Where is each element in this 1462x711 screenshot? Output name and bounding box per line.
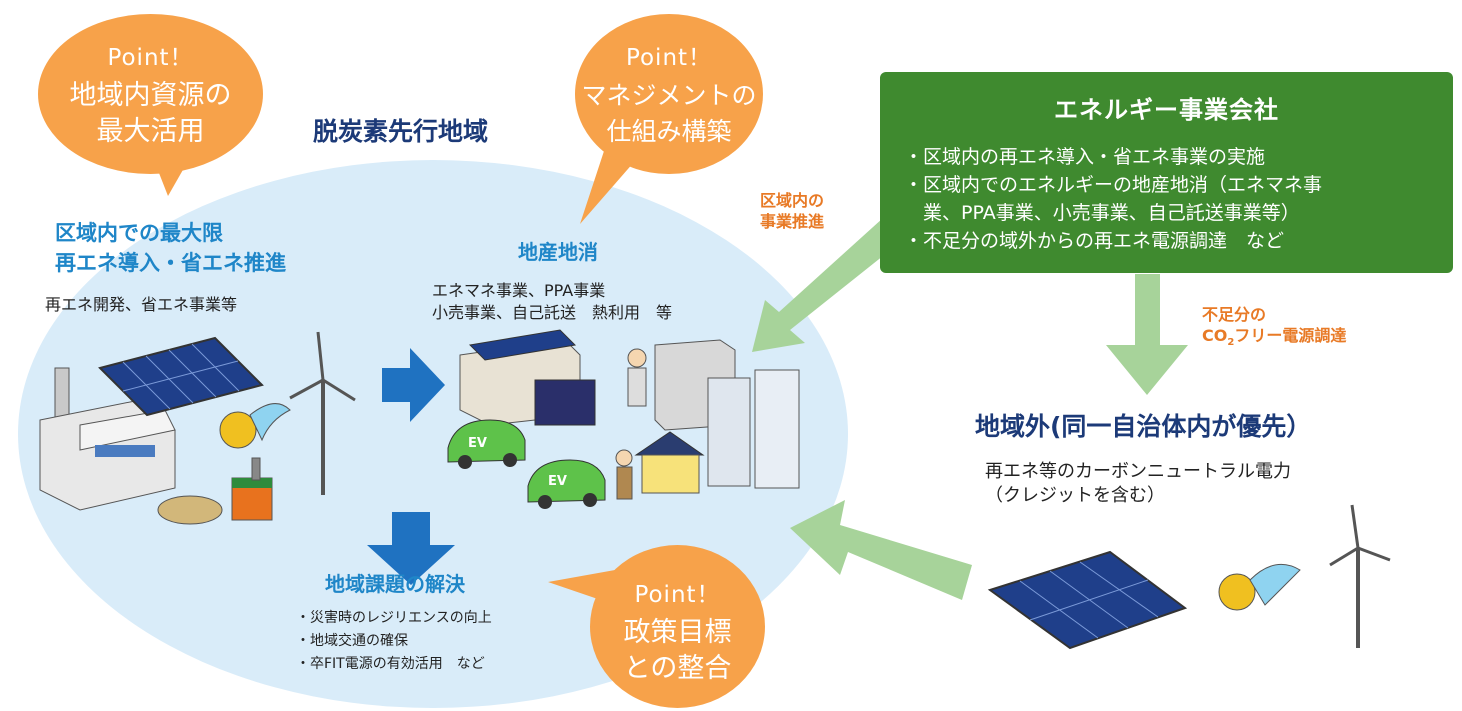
arrow-company-to-local (752, 218, 903, 352)
issues-item: ・卒FIT電源の有効活用 など (296, 656, 485, 672)
company-bullet: ・不足分の域外からの再エネ電源調達 など (904, 230, 1285, 252)
bubble-line-1: マネジメントの (581, 81, 757, 110)
solar-panel-icon-left (98, 336, 264, 417)
bubble-line-2: との整合 (623, 653, 732, 684)
issues-list: ・災害時のレジリエンスの向上 ・地域交通の確保 ・卒FIT電源の有効活用 など (296, 607, 492, 676)
ev-car-icon-2 (527, 459, 606, 509)
water-turbine-icon-left (219, 403, 291, 449)
maxuse-description: 再エネ開発、省エネ事業等 (45, 295, 238, 314)
local-description: エネマネ事業、PPA事業 小売事業、自己託送 熱利用 等 (432, 280, 672, 324)
wind-turbine-icon-right (1329, 504, 1391, 648)
shortage-label: 不足分の CO2フリー電源調達 (1202, 304, 1346, 353)
solar-panel-icon-right (987, 550, 1188, 650)
biomass-icon (157, 457, 273, 525)
arrow-right-blue (382, 348, 445, 422)
water-turbine-icon-right (1218, 563, 1301, 611)
co2-prefix: CO (1202, 326, 1228, 345)
point-bubble-management: Point！ マネジメントの 仕組み構築 (575, 14, 763, 174)
maxuse-heading: 区域内での最大限 再エネ導入・省エネ推進 (55, 218, 286, 278)
promote-label-line2: 事業推進 (760, 212, 825, 231)
apartment-tower-icon (707, 369, 800, 489)
bubble-point-label: Point！ (634, 582, 721, 608)
company-bullet: ・区域内でのエネルギーの地産地消（エネマネ事 (904, 174, 1323, 196)
shortage-label-line2: CO2フリー電源調達 (1202, 325, 1346, 353)
issues-title: 地域課題の解決 (325, 572, 465, 596)
arrow-company-to-outside (1106, 274, 1188, 395)
outside-description: 再エネ等のカーボンニュートラル電力 （クレジットを含む） (985, 460, 1291, 508)
issues-item: ・災害時のレジリエンスの向上 (296, 610, 492, 626)
outside-title: 地域外(同一自治体内が優先） (975, 412, 1312, 441)
company-title: エネルギー事業会社 (1054, 96, 1279, 124)
company-bullet: 業、PPA事業、小売事業、自己託送事業等） (904, 202, 1300, 224)
promote-label: 区域内の 事業推進 (760, 190, 824, 232)
outside-line2: （クレジットを含む） (985, 485, 1165, 506)
bubble-line-2: 最大活用 (96, 116, 205, 147)
maxuse-heading-line2: 再エネ導入・省エネ推進 (55, 251, 286, 275)
bubble-point-label: Point！ (107, 45, 194, 71)
local-line2: 小売事業、自己託送 熱利用 等 (432, 303, 673, 322)
promote-label-line1: 区域内の (760, 191, 825, 210)
region-title: 脱炭素先行地域 (313, 117, 489, 146)
house-icon (634, 431, 705, 494)
outside-line1: 再エネ等のカーボンニュートラル電力 (985, 461, 1291, 482)
wind-turbine-icon-left (289, 331, 356, 495)
person-icon-2 (615, 449, 633, 500)
arrow-outside-to-region (790, 500, 972, 600)
point-bubble-policy: Point！ 政策目標 との整合 (590, 545, 765, 708)
energy-company-box: エネルギー事業会社 ・区域内の再エネ導入・省エネ事業の実施 ・区域内でのエネルギ… (880, 72, 1453, 273)
point-bubble-resources: Point！ 地域内資源の 最大活用 (38, 14, 263, 174)
bubble-line-1: 地域内資源の (69, 80, 232, 111)
factory-icon (39, 367, 176, 511)
arrow-down-blue (367, 512, 455, 585)
person-icon-1 (627, 348, 647, 407)
bubble-point-label: Point！ (625, 45, 713, 71)
shortage-label-line1: 不足分の (1202, 305, 1267, 324)
issues-item: ・地域交通の確保 (296, 633, 408, 649)
local-line1: エネマネ事業、PPA事業 (432, 281, 606, 300)
company-bullets: ・区域内の再エネ導入・省エネ事業の実施 ・区域内でのエネルギーの地産地消（エネマ… (904, 143, 1453, 255)
ev-car-icon-1 (447, 419, 526, 469)
co2-suffix: フリー電源調達 (1234, 326, 1347, 345)
bubble-line-2: 仕組み構築 (606, 117, 732, 146)
company-bullet: ・区域内の再エネ導入・省エネ事業の実施 (904, 146, 1266, 168)
local-title: 地産地消 (518, 240, 598, 264)
co2-subscript: 2 (1227, 337, 1235, 349)
ev-label-1: EV (468, 436, 487, 451)
bubble-line-1: 政策目標 (623, 617, 732, 648)
maxuse-heading-line1: 区域内での最大限 (55, 221, 223, 245)
battery-building-icon (459, 329, 596, 426)
ev-label-2: EV (548, 474, 567, 489)
